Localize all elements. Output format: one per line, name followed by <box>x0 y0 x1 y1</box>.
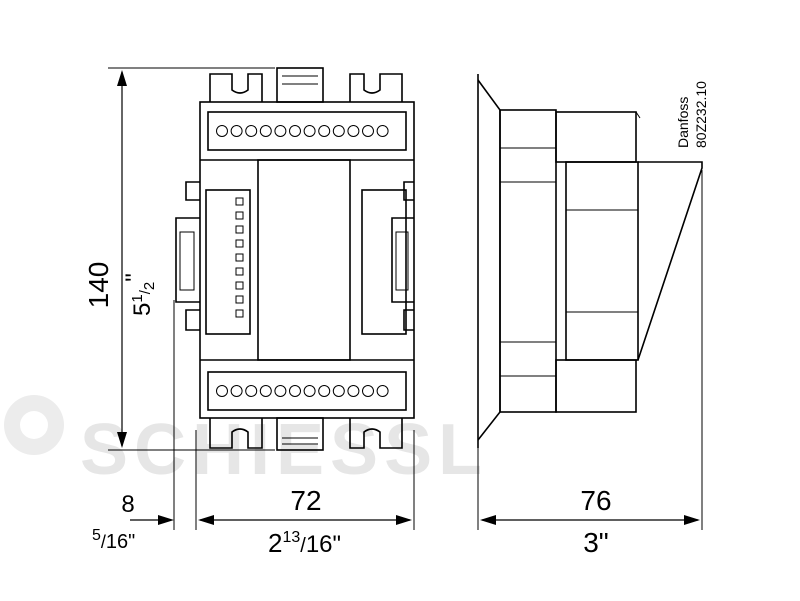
left-side-clip-top <box>185 181 200 201</box>
led-column-frame <box>205 189 251 335</box>
product-label: Danfoss <box>675 97 691 148</box>
bottom-terminal-screws <box>216 385 389 397</box>
bottom-right-clip <box>349 418 403 449</box>
side-top-terminal <box>555 111 637 163</box>
code-label-wrap: 80Z232.10 <box>693 81 709 148</box>
right-din-latch <box>391 217 414 303</box>
led-indicator <box>235 309 244 318</box>
led-indicators <box>235 197 244 318</box>
side-cover-slope <box>637 161 703 361</box>
terminal-screw <box>216 125 228 137</box>
brand-label: Danfoss <box>675 97 691 148</box>
width-dimension <box>195 430 415 530</box>
height-in-mark: " <box>121 273 148 282</box>
terminal-screw <box>259 385 272 397</box>
center-panel <box>257 159 351 361</box>
terminal-screw <box>376 125 389 137</box>
terminal-screw <box>332 385 345 397</box>
terminal-screw <box>289 125 301 137</box>
terminal-screw <box>230 125 243 137</box>
terminal-screw <box>274 385 287 397</box>
terminal-screw <box>362 125 374 137</box>
led-indicator <box>235 281 244 290</box>
terminal-screw <box>303 125 316 137</box>
rail-in-den: 16" <box>106 531 135 553</box>
rail-profile <box>477 79 501 441</box>
top-terminal-block <box>207 111 407 151</box>
bottom-terminal-block <box>207 371 407 411</box>
rail-in-num: 5 <box>92 527 101 544</box>
height-in-den: 2 <box>141 282 158 290</box>
depth-inch-label: 3" <box>583 527 609 558</box>
side-body-rear <box>499 109 557 413</box>
led-indicator <box>235 239 244 248</box>
terminal-screw <box>318 385 331 397</box>
side-bottom-terminal <box>555 359 637 413</box>
height-in-slash: / <box>137 289 154 294</box>
terminal-screw <box>274 125 287 137</box>
rail-dimension <box>130 300 175 530</box>
width-in-slash: / <box>300 535 306 557</box>
height-inch-wrap: 51/2" <box>121 273 158 316</box>
height-mm-label: 140 <box>83 262 114 309</box>
terminal-screw <box>318 125 331 137</box>
code-label: 80Z232.10 <box>693 81 709 148</box>
terminal-screw <box>259 125 272 137</box>
depth-dimension <box>477 170 703 530</box>
terminal-screw <box>216 385 228 397</box>
rail-mm-label: 8 <box>121 491 134 518</box>
terminal-screw <box>289 385 301 397</box>
led-indicator <box>235 211 244 220</box>
top-right-clip <box>349 73 403 102</box>
top-latch <box>276 67 324 103</box>
terminal-screw <box>376 385 389 397</box>
front-view <box>175 67 415 451</box>
right-side-clip-bottom <box>403 309 414 331</box>
led-indicator <box>235 295 244 304</box>
height-inch-label: 51/2" <box>121 273 158 316</box>
terminal-screw <box>347 385 360 397</box>
terminal-screw <box>362 385 374 397</box>
bottom-left-clip <box>209 418 263 449</box>
height-in-num: 1 <box>129 294 146 302</box>
led-indicator <box>235 197 244 206</box>
rail-in-slash: / <box>101 532 106 552</box>
height-dimension <box>108 67 275 451</box>
right-side-clip-top <box>403 181 414 201</box>
terminal-screw <box>230 385 243 397</box>
module-body <box>199 101 415 419</box>
side-front-panel <box>565 161 639 361</box>
left-din-latch <box>175 217 200 303</box>
led-indicator <box>235 253 244 262</box>
width-in-num: 13 <box>282 529 300 546</box>
width-in-den: 16" <box>306 531 341 558</box>
terminal-screw <box>332 125 345 137</box>
terminal-screw <box>347 125 360 137</box>
terminal-screw <box>303 385 316 397</box>
height-in-whole: 5 <box>129 303 156 316</box>
top-terminal-screws <box>216 125 389 137</box>
top-left-clip <box>209 73 263 102</box>
left-side-clip-bottom <box>185 309 200 331</box>
height-mm-wrap: 140 <box>83 262 114 309</box>
led-indicator <box>235 267 244 276</box>
width-inch-label: 213/16" <box>268 528 341 558</box>
side-view <box>477 74 703 448</box>
rail-inch-label: 5/16" <box>92 527 135 553</box>
terminal-screw <box>245 385 258 397</box>
terminal-screw <box>245 125 258 137</box>
right-frame <box>361 189 407 335</box>
depth-mm-label: 76 <box>580 485 611 516</box>
width-in-whole: 2 <box>268 528 282 558</box>
led-indicator <box>235 225 244 234</box>
width-mm-label: 72 <box>290 485 321 516</box>
